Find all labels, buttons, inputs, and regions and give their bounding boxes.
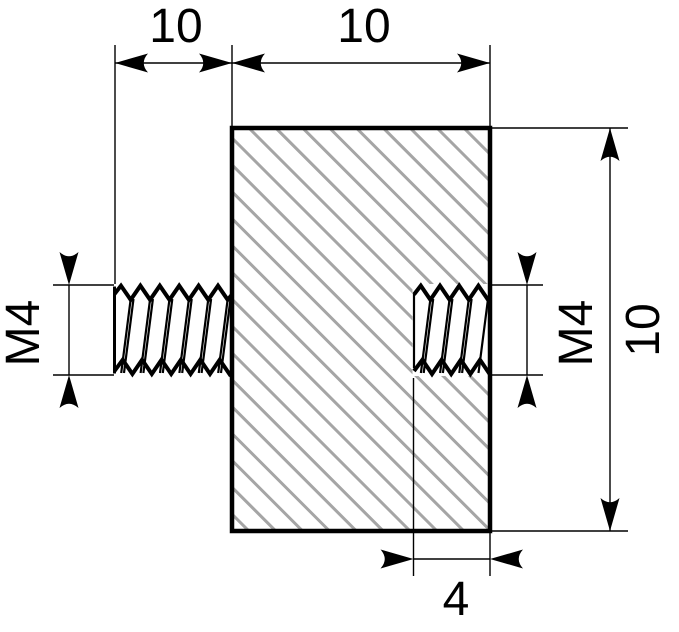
extension-lines-top <box>114 45 491 284</box>
arrowhead <box>457 53 490 73</box>
arrowhead <box>517 252 537 285</box>
dim-top <box>114 45 491 284</box>
arrowhead <box>490 549 523 569</box>
hole-thread-flanks <box>419 298 490 374</box>
stud-length-label: 10 <box>149 0 203 53</box>
hole-thread-crest-bottom <box>412 356 492 378</box>
arrowhead <box>380 549 414 569</box>
arrowhead <box>232 53 265 73</box>
stud-thread-crest-bottom <box>112 356 234 378</box>
arrowhead <box>600 128 620 161</box>
arrowhead <box>59 375 79 408</box>
arrowhead <box>115 53 148 73</box>
extension-lines-right <box>492 127 628 532</box>
stud-thread-crest-top <box>112 282 234 304</box>
dim-thread-right <box>492 284 543 376</box>
part-outline <box>229 125 493 534</box>
hole-depth-label: 4 <box>442 573 470 626</box>
stud-thread-flanks <box>120 298 232 374</box>
external-thread-stud <box>112 282 234 378</box>
arrowhead <box>199 53 232 73</box>
stud-thread-label: M4 <box>0 299 50 367</box>
arrowhead <box>600 498 620 531</box>
dim-hole-depth <box>412 378 491 576</box>
arrowhead <box>517 375 537 408</box>
hole-thread-crest-top <box>412 282 492 304</box>
hole-thread-label: M4 <box>550 299 603 367</box>
internal-thread-hole <box>412 282 492 378</box>
part-body-section <box>229 125 493 534</box>
arrowhead <box>59 252 79 285</box>
body-width-label: 10 <box>337 0 391 53</box>
dim-body-height <box>492 127 628 532</box>
body-height-label: 10 <box>617 303 670 357</box>
extension-lines-bottom <box>412 378 491 576</box>
extension-lines-m4-left <box>53 284 114 376</box>
extension-lines-m4-right <box>492 284 543 376</box>
dim-thread-left <box>53 284 114 376</box>
